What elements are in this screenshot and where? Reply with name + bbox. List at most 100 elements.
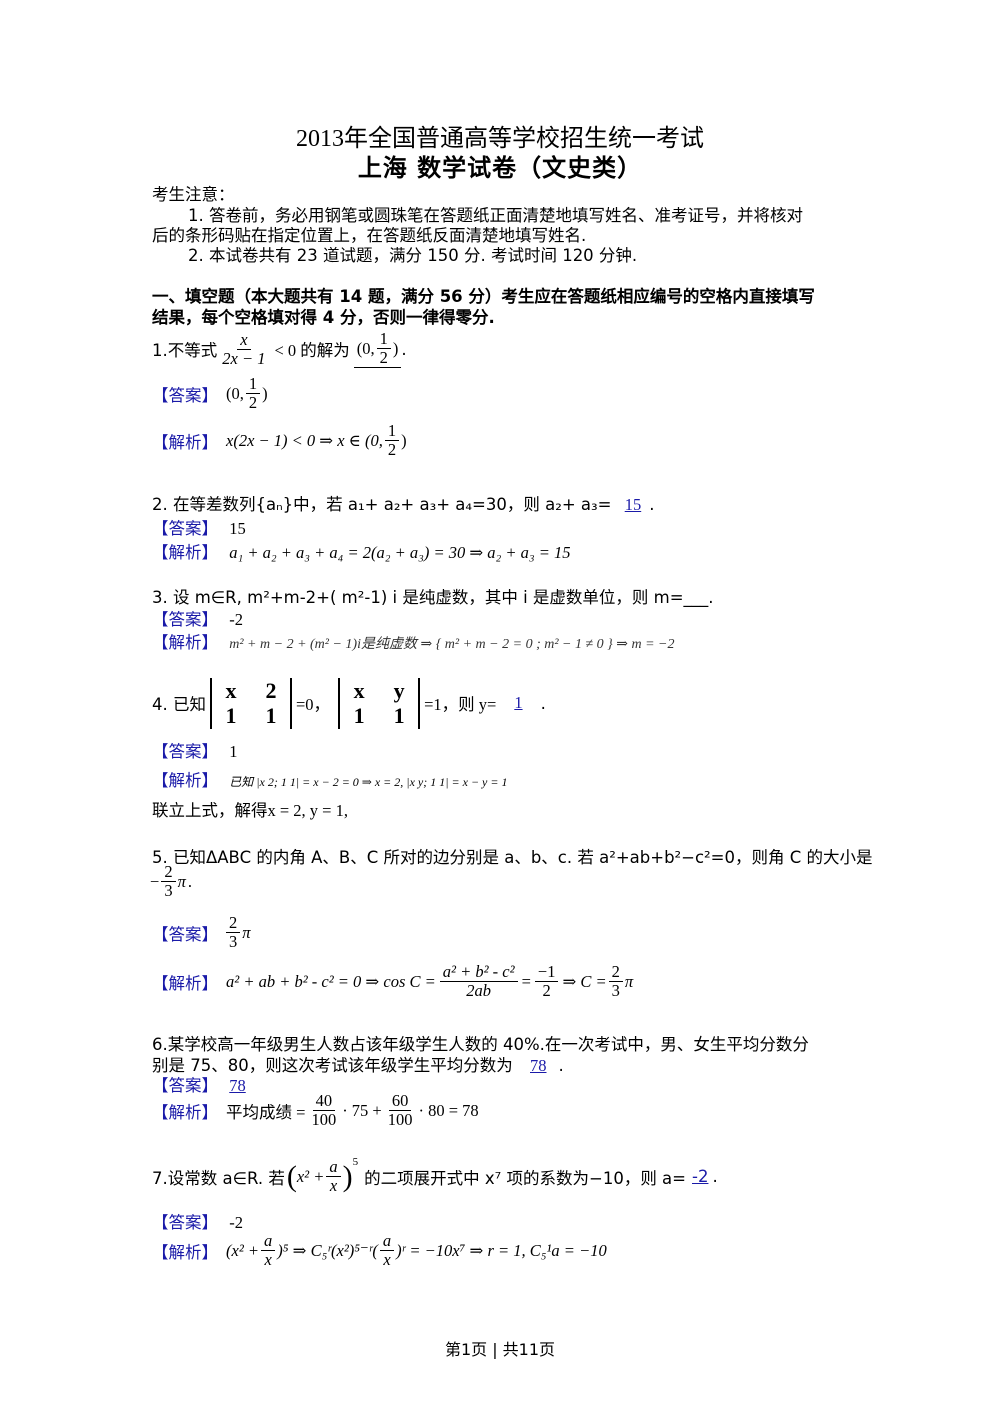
- q7-b-num: a: [379, 1231, 395, 1252]
- q4-answer-value: 1: [229, 742, 238, 761]
- q7-expr-num: a: [326, 1157, 341, 1178]
- q5-f3-den: 3: [611, 981, 620, 1001]
- q1-answer-num: 1: [245, 374, 261, 395]
- q6-f1-num: 40: [312, 1091, 336, 1112]
- q5-analysis-mid2: ⇒ C =: [562, 971, 607, 991]
- q5-blank-den: 3: [164, 881, 173, 901]
- q5-f2-num: −1: [534, 962, 559, 983]
- q1-blank-b: ): [392, 338, 399, 358]
- q4-determinant-1: x 2 1 1: [210, 678, 292, 729]
- q4-end: .: [540, 693, 546, 713]
- q4-analysis: 【解析】 已知 |x 2; 1 1| = x − 2 = 0 ⇒ x = 2, …: [152, 767, 507, 791]
- q7-blank: -2: [692, 1167, 709, 1187]
- answer-label: 【答案】: [152, 1213, 218, 1232]
- q2-blank: 15: [624, 495, 642, 514]
- analysis-label: 【解析】: [152, 973, 218, 993]
- q3-analysis: 【解析】 m² + m − 2 + (m² − 1)i是纯虚数 ⇒ { m² +…: [152, 629, 675, 653]
- q5-blank-num: 2: [161, 862, 176, 883]
- q4-d2-b: y: [393, 678, 405, 703]
- page-title: 2013年全国普通高等学校招生统一考试: [296, 126, 704, 152]
- q7-a-den: x: [264, 1250, 272, 1270]
- q7-answer: 【答案】 -2: [152, 1209, 243, 1233]
- q4-d1-b: 2: [265, 678, 277, 703]
- q1-blank-a: (0,: [356, 338, 375, 358]
- q4-d2-a: x: [353, 678, 365, 703]
- answer-label: 【答案】: [152, 519, 218, 538]
- q2-answer-value: 15: [229, 519, 246, 538]
- q7-analysis-c: )ʳ = −10x⁷ ⇒ r = 1, C₅¹a = −10: [396, 1240, 607, 1260]
- q1-analysis-a: x(2x − 1) < 0 ⇒ x ∈ (0,: [226, 430, 383, 450]
- q4-analysis-expr: 已知 |x 2; 1 1| = x − 2 = 0 ⇒ x = 2, |x y;…: [229, 775, 508, 789]
- q4-d1-d: 1: [265, 703, 277, 729]
- q5-blank-pi: π: [177, 871, 186, 891]
- q5-analysis-pi: π: [624, 971, 634, 991]
- q6-f2-num: 60: [388, 1091, 412, 1112]
- notice-heading: 考生注意：: [152, 185, 235, 204]
- answer-label: 【答案】: [152, 742, 218, 761]
- q6-end: .: [558, 1056, 564, 1075]
- q4-determinant-2: x y 1 1: [338, 678, 421, 729]
- q5-answer-pi: π: [242, 922, 251, 942]
- q7-analysis-a: (x² +: [226, 1240, 260, 1260]
- q7-analysis-b: )⁵ ⇒ C₅ʳ(x²)⁵⁻ʳ(: [277, 1240, 378, 1260]
- analysis-label: 【解析】: [152, 543, 218, 562]
- q5-f1-den: 2ab: [466, 981, 492, 1001]
- section-heading-1: 一、填空题（本大题共有 14 题，满分 56 分）考生应在答题纸相应编号的空格内…: [152, 287, 815, 306]
- q1-frac-num: x: [237, 330, 251, 350]
- q2-analysis-expr: a₁ + a₂ + a₃ + a₄ = 2(a₂ + a₃) = 30 ⇒ a₂…: [229, 543, 571, 562]
- q7-prefix: 7.设常数 a∈R. 若: [152, 1168, 285, 1188]
- analysis-label: 【解析】: [152, 1242, 218, 1262]
- answer-label: 【答案】: [152, 385, 218, 405]
- q4-d1-a: x: [225, 678, 237, 703]
- q6-analysis-a: 平均成绩 =: [226, 1102, 306, 1122]
- analysis-label: 【解析】: [152, 771, 218, 790]
- q1-blank-num: 1: [376, 329, 391, 350]
- q4-eq1: =0，: [296, 695, 331, 715]
- q7-expr-a: x² +: [296, 1166, 325, 1186]
- section-heading-2: 结果，每个空格填对得 4 分，否则一律得零分.: [152, 308, 495, 327]
- q6-answer-value: 78: [229, 1076, 246, 1095]
- q4-d1-c: 1: [225, 703, 237, 729]
- q2-end: .: [649, 495, 655, 514]
- q4-eq2: =1，则 y=: [424, 695, 497, 715]
- q6-blank: 78: [530, 1056, 547, 1075]
- q6-f2-den: 100: [387, 1110, 413, 1130]
- q1-analysis-b: ): [401, 430, 407, 450]
- q7-b-den: x: [383, 1250, 391, 1270]
- notice-line-1b: 后的条形码贴在指定位置上，在答题纸反面清楚地填写姓名.: [152, 226, 587, 245]
- q5-f2-den: 2: [542, 981, 551, 1001]
- q4-d2-d: 1: [393, 703, 405, 729]
- notice-line-2: 2. 本试卷共有 23 道试题，满分 150 分. 考试时间 120 分钟.: [188, 246, 638, 265]
- analysis-label: 【解析】: [152, 432, 218, 452]
- q6-analysis-mid2: · 80 = 78: [418, 1100, 479, 1120]
- q1-blank-den: 2: [379, 348, 388, 368]
- page-footer: 第1页 | 共11页: [444, 1340, 556, 1359]
- q4-analysis-2: 联立上式，解得x = 2, y = 1,: [152, 801, 348, 820]
- question-5: 5. 已知ΔABC 的内角 A、B、C 所对的边分别是 a、b、c. 若 a²+…: [152, 848, 873, 867]
- q4-d2-c: 1: [353, 703, 365, 729]
- q2-text: 2. 在等差数列{aₙ}中，若 a₁+ a₂+ a₃+ a₄=30，则 a₂+ …: [152, 495, 612, 514]
- q6-analysis-mid1: · 75 +: [342, 1100, 382, 1120]
- q1-prefix: 1.不等式: [152, 341, 218, 361]
- q1-frac-den: 2x − 1: [222, 348, 266, 368]
- q2-answer: 【答案】 15: [152, 515, 246, 539]
- answer-label: 【答案】: [152, 924, 218, 944]
